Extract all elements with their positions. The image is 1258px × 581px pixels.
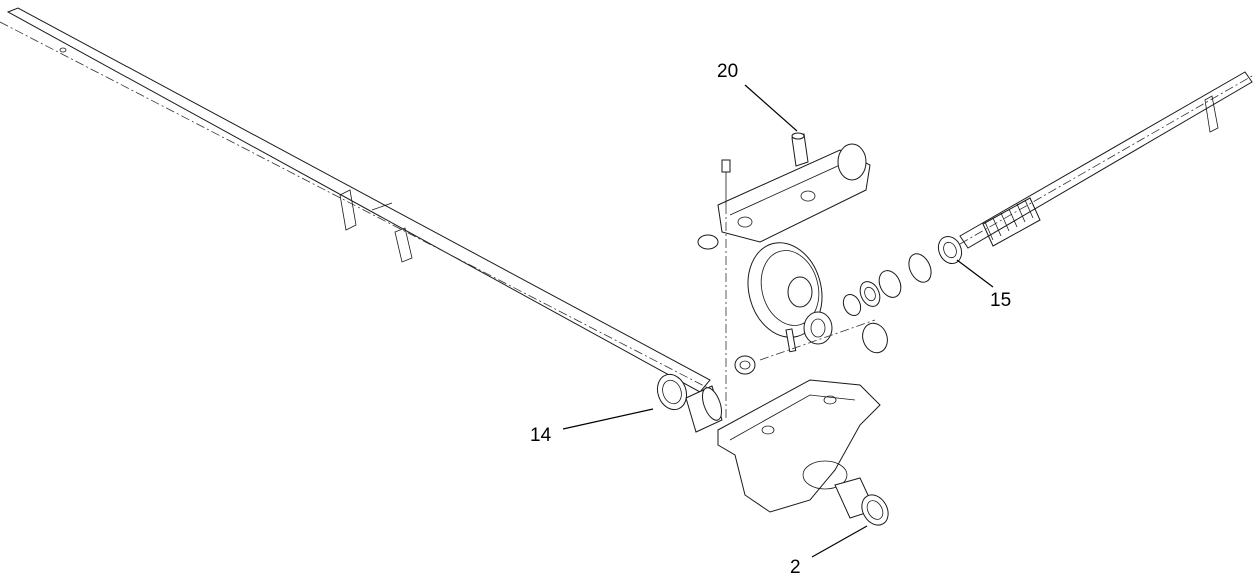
gear-coupling [759,311,888,361]
callout-2: 2 [790,557,801,578]
callout-15: 15 [990,290,1011,311]
lower-housing [717,379,881,513]
output-bearing [834,477,889,526]
cover-bolt [721,159,731,205]
leader-14 [562,408,654,430]
callout-20: 20 [717,61,738,82]
bearing-left [685,385,723,433]
leader-2 [811,525,868,558]
right-worm-shaft [959,71,1253,249]
seal-left [656,373,688,411]
callout-14: 14 [530,425,552,446]
fill-plug [791,132,809,167]
seal-right [937,235,963,265]
washers-right [842,253,932,317]
leader-15 [956,259,994,288]
worm-gear [747,242,823,338]
small-bushing [734,355,756,375]
leader-20 [744,84,798,132]
upper-cover [697,143,871,250]
worm-thread [982,197,1041,247]
left-axle-shaft [0,7,711,393]
